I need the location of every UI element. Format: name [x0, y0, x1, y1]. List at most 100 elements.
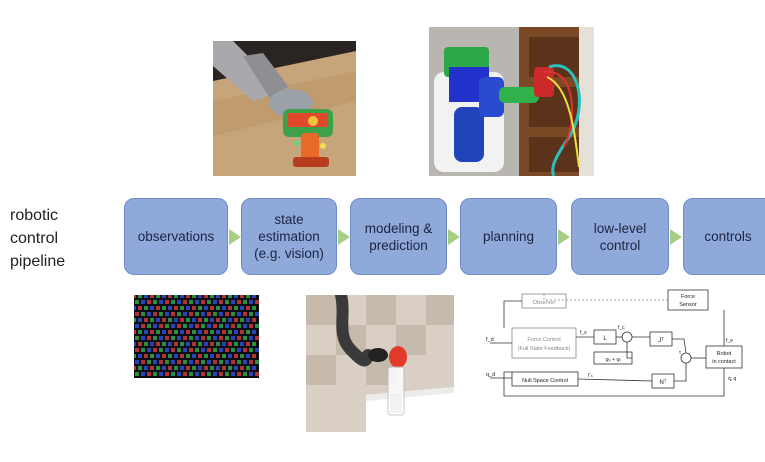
sensor-pixel — [216, 330, 220, 334]
sensor-pixel — [168, 295, 172, 298]
sensor-pixel — [225, 300, 229, 304]
sensor-pixel — [195, 312, 199, 316]
sensor-pixel — [210, 366, 214, 370]
sensor-pixel — [216, 366, 220, 370]
sensor-pixel — [240, 330, 244, 334]
sensor-pixel — [144, 295, 148, 298]
stage-modeling-prediction: modeling & prediction — [350, 198, 447, 275]
sensor-pixel — [174, 354, 178, 358]
sensor-pixel — [138, 366, 142, 370]
sensor-pixel — [138, 306, 142, 310]
sensor-pixel — [252, 342, 256, 346]
sensor-pixel — [192, 330, 196, 334]
sensor-pixel — [153, 324, 157, 328]
sensor-pixel — [213, 312, 217, 316]
sensor-pixel — [171, 348, 175, 352]
pipeline-arrow — [670, 229, 682, 245]
sensor-pixel — [243, 360, 247, 364]
sensor-pixel — [255, 348, 259, 352]
sensor-pixel — [174, 366, 178, 370]
sensor-pixel — [198, 306, 202, 310]
sensor-pixel — [150, 354, 154, 358]
force-sensor-label: Sensor — [679, 302, 697, 308]
sensor-pixel — [141, 348, 145, 352]
sensor-pixel — [162, 306, 166, 310]
sensor-pixel — [189, 360, 193, 364]
sensor-pixel — [222, 330, 226, 334]
stage-state-estimation: state estimation (e.g. vision) — [241, 198, 337, 275]
sensor-pixel — [180, 295, 184, 298]
sensor-pixel — [144, 306, 148, 310]
nt-label: Nᵀ — [660, 379, 667, 386]
sensor-pixel — [219, 360, 223, 364]
fe-label: f_e — [726, 338, 733, 344]
sensor-pixel — [135, 348, 139, 352]
sensor-pixel — [159, 324, 163, 328]
sensor-pixel — [150, 366, 154, 370]
sensor-pixel — [135, 300, 139, 304]
sensor-pixel — [134, 306, 136, 310]
fs-label: f_s — [580, 330, 587, 336]
pipeline-arrow — [338, 229, 350, 245]
sensor-pixel — [204, 295, 208, 298]
sensor-pixel — [192, 295, 196, 298]
stage-label: state estimation (e.g. vision) — [254, 212, 324, 261]
pixel-grid-image — [134, 295, 259, 378]
sensor-pixel — [216, 306, 220, 310]
sensor-pixel — [213, 300, 217, 304]
sensor-pixel — [198, 295, 202, 298]
sensor-pixel — [150, 330, 154, 334]
sensor-pixel — [183, 324, 187, 328]
sensor-pixel — [165, 300, 169, 304]
sensor-pixel — [255, 336, 259, 340]
sensor-pixel — [144, 330, 148, 334]
sensor-pixel — [207, 360, 211, 364]
sensor-pixel — [234, 318, 238, 322]
sensor-pixel — [225, 312, 229, 316]
sensor-pixel — [222, 354, 226, 358]
sensor-pixel — [201, 336, 205, 340]
sensor-pixel — [141, 300, 145, 304]
sensor-pixel — [171, 336, 175, 340]
sensor-pixel — [186, 342, 190, 346]
sensor-pixel — [192, 366, 196, 370]
sensor-pixel — [147, 360, 151, 364]
sensor-pixel — [210, 295, 214, 298]
sensor-pixel — [225, 336, 229, 340]
robot-label: in contact — [712, 359, 736, 365]
sensor-pixel — [204, 306, 208, 310]
sensor-pixel — [207, 300, 211, 304]
sensor-pixel — [249, 372, 253, 376]
sensor-pixel — [144, 354, 148, 358]
sensor-pixel — [171, 300, 175, 304]
sensor-pixel — [168, 330, 172, 334]
sensor-pixel — [171, 312, 175, 316]
sensor-pixel — [201, 360, 205, 364]
sensor-pixel — [159, 336, 163, 340]
sensor-pixel — [150, 295, 154, 298]
sensor-pixel — [231, 300, 235, 304]
sensor-pixel — [252, 354, 256, 358]
stage-label: modeling & prediction — [364, 220, 433, 253]
sensor-pixel — [252, 318, 256, 322]
sensor-pixel — [198, 330, 202, 334]
sensor-pixel — [147, 336, 151, 340]
sensor-pixel — [201, 324, 205, 328]
sensor-pixel — [195, 360, 199, 364]
sensor-pixel — [168, 366, 172, 370]
sensor-pixel — [189, 324, 193, 328]
sensor-pixel — [219, 372, 223, 376]
sensor-pixel — [207, 372, 211, 376]
sensor-pixel — [228, 354, 232, 358]
sensor-pixel — [147, 324, 151, 328]
sensor-pixel — [240, 318, 244, 322]
sensor-pixel — [219, 324, 223, 328]
sensor-pixel — [255, 312, 259, 316]
sensor-pixel — [147, 312, 151, 316]
sensor-pixel — [216, 318, 220, 322]
sensor-pixel — [186, 318, 190, 322]
sensor-pixel — [138, 295, 142, 298]
fc-label: f_c — [618, 325, 625, 331]
sensor-pixel — [252, 330, 256, 334]
sensor-pixel — [195, 336, 199, 340]
